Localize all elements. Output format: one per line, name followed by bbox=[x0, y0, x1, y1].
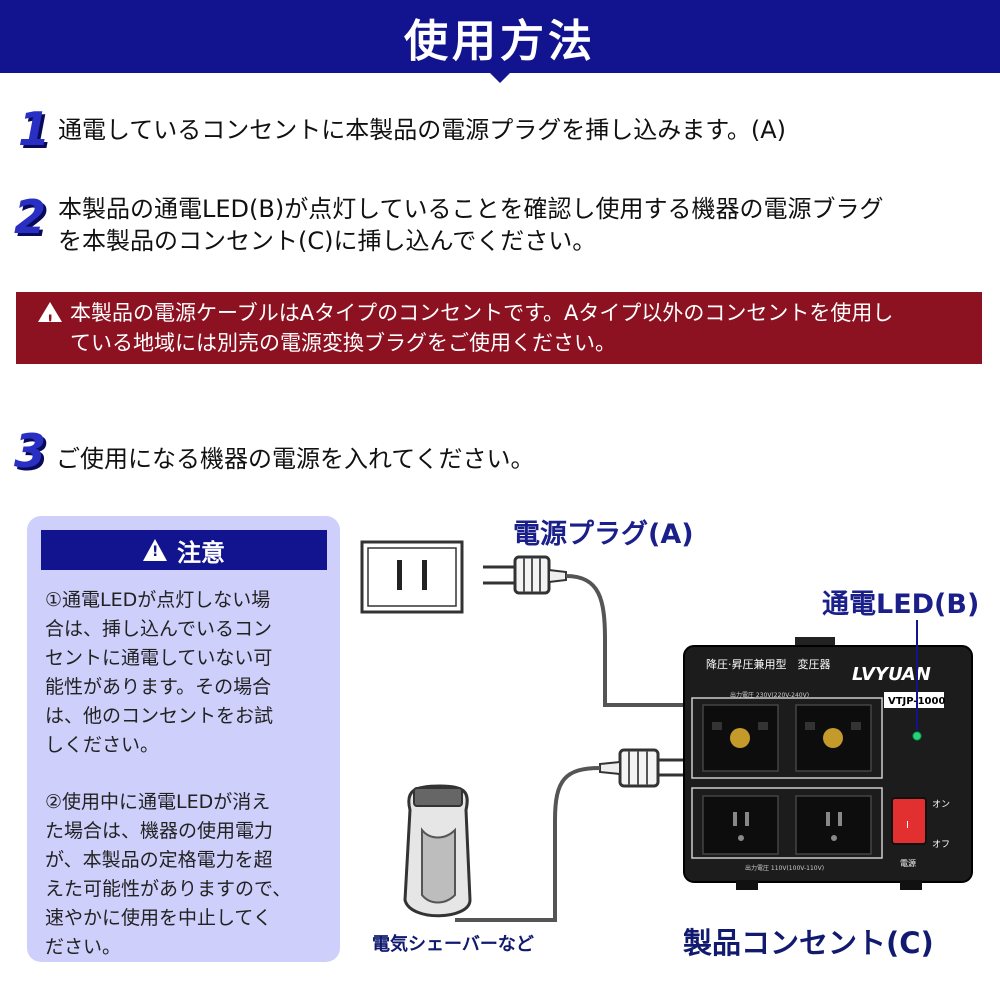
shaver-label: 電気シェーバーなど bbox=[372, 934, 534, 955]
caution-body: ①通電LEDが点灯しない場 合は、挿し込んでいるコン セントに通電していない可 … bbox=[45, 586, 330, 990]
page-title: 使用方法 bbox=[404, 15, 596, 67]
plug-a-icon bbox=[483, 555, 567, 595]
step-2-number: 2 bbox=[14, 190, 47, 244]
warning-line1: 本製品の電源ケーブルはAタイプのコンセントです。Aタイプ以外のコンセントを使用し bbox=[70, 301, 894, 325]
header-notch bbox=[488, 71, 512, 83]
output-230-text: 出力電圧 230V(220V-240V) bbox=[730, 691, 809, 699]
device-brand: LVYUAN bbox=[852, 664, 931, 685]
step-1-text: 通電しているコンセントに本製品の電源プラグを挿し込みます。(A) bbox=[58, 116, 787, 144]
step-2-line1: 本製品の通電LED(B)が点灯していることを確認し使用する機器の電源ブラグ bbox=[58, 195, 884, 223]
device-plug-icon bbox=[599, 748, 686, 788]
caution-header: ! 注意 bbox=[41, 530, 327, 570]
caution-paragraph-2: ②使用中に通電LEDが消え た場合は、機器の使用電力 が、本製品の定格電力を超 … bbox=[45, 791, 292, 958]
step-1-number: 1 bbox=[18, 102, 51, 156]
shaver-icon bbox=[403, 784, 472, 918]
transformer-device: 降圧·昇圧兼用型 変圧器 LVYUAN VTJP-1000 出力電圧 230V(… bbox=[683, 620, 973, 890]
outlet-label: 製品コンセント(C) bbox=[683, 926, 934, 960]
switch-on-label: オン bbox=[932, 799, 950, 810]
step-2-line2: を本製品のコンセント(C)に挿し込んでください。 bbox=[58, 227, 597, 255]
caution-title: 注意 bbox=[177, 538, 225, 567]
switch-off-label: オフ bbox=[932, 839, 950, 850]
step-3-text: ご使用になる機器の電源を入れてください。 bbox=[56, 445, 535, 473]
header-banner: 使用方法 bbox=[0, 0, 1000, 83]
caution-paragraph-1: ①通電LEDが点灯しない場 合は、挿し込んでいるコン セントに通電していない可 … bbox=[45, 589, 274, 756]
caution-warning-icon: ! bbox=[143, 539, 167, 561]
caution-box: ! 注意 ①通電LEDが点灯しない場 合は、挿し込んでいるコン セントに通電して… bbox=[27, 516, 340, 962]
led-label: 通電LED(B) bbox=[822, 589, 980, 620]
step-3-number: 3 bbox=[14, 424, 47, 478]
warning-bar: ! 本製品の電源ケーブルはAタイプのコンセントです。Aタイプ以外のコンセントを使用… bbox=[16, 292, 982, 364]
svg-text:I: I bbox=[906, 820, 909, 831]
wall-outlet bbox=[360, 540, 464, 614]
output-110-text: 出力電圧 110V(100V-110V) bbox=[745, 864, 824, 872]
power-label: 電源 bbox=[900, 859, 916, 868]
diagram-illustration: 降圧·昇圧兼用型 変圧器 LVYUAN VTJP-1000 出力電圧 230V(… bbox=[360, 540, 973, 922]
warning-line2: ている地域には別売の電源変換ブラグをご使用ください。 bbox=[70, 331, 616, 355]
plug-label: 電源プラグ(A) bbox=[513, 519, 694, 550]
warning-icon: ! bbox=[38, 302, 62, 329]
device-type-text: 降圧·昇圧兼用型 変圧器 bbox=[706, 657, 831, 671]
